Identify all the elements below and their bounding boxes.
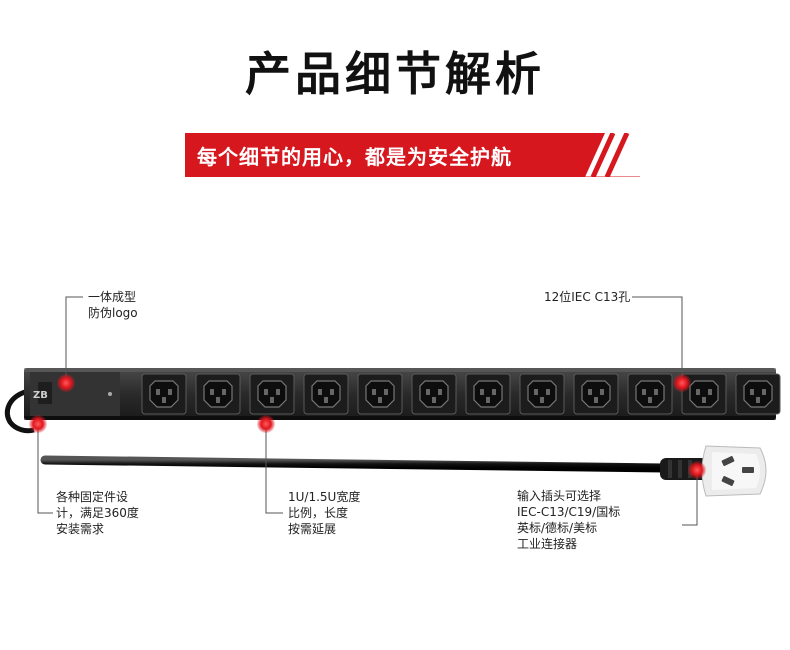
callout-line: 安装需求 [56, 522, 105, 536]
outlet-slot [276, 389, 280, 395]
callout-line: 防伪logo [88, 306, 138, 320]
c13-outlet [519, 373, 565, 415]
outlet-slot [156, 389, 160, 395]
outlet-slot [702, 397, 706, 403]
highlight-markers [29, 374, 706, 479]
outlet-slot [324, 397, 328, 403]
outlet-slot [264, 389, 268, 395]
outlet-slot [216, 397, 220, 403]
outlet-slot [696, 389, 700, 395]
outlet-slot [168, 389, 172, 395]
c13-outlet [573, 373, 619, 415]
banner-text: 每个细节的用心，都是为安全护航 [197, 145, 512, 169]
plug-pin [721, 476, 735, 486]
c13-outlet [141, 373, 187, 415]
outlet-slot [492, 389, 496, 395]
c13-outlet [303, 373, 349, 415]
callout-logo: 一体成型 防伪logo [88, 289, 138, 321]
logo-mark: ZB [33, 390, 48, 401]
marker-mounting [29, 415, 47, 433]
outlet-slot [540, 397, 544, 403]
outlet-slot [546, 389, 550, 395]
plug-pin [742, 467, 754, 473]
page-title: 产品细节解析 [245, 47, 545, 101]
outlet-slot [426, 389, 430, 395]
callout-line: 计，满足360度 [56, 506, 139, 520]
c13-outlet [627, 373, 673, 415]
callout-line: 各种固定件设 [56, 490, 129, 504]
callout-line: 工业连接器 [517, 537, 578, 551]
outlet-slot [648, 397, 652, 403]
left-cable [4, 389, 35, 434]
outlet-slot [432, 397, 436, 403]
slogan-banner: 每个细节的用心，都是为安全护航 [185, 133, 640, 177]
outlet-slot [708, 389, 712, 395]
power-cord [40, 455, 670, 473]
outlet-slot [372, 389, 376, 395]
plug-pin [721, 456, 735, 466]
outlet-row [141, 373, 781, 415]
outlet-slot [588, 389, 592, 395]
outlet-slot [750, 389, 754, 395]
outlet-slot [762, 389, 766, 395]
callout-line: 英标/德标/美标 [517, 521, 598, 535]
marker-outlet [673, 374, 691, 392]
banner-shape [185, 133, 640, 177]
callout-line: 输入插头可选择 [517, 489, 602, 503]
outlet-slot [330, 389, 334, 395]
c13-outlet [465, 373, 511, 415]
marker-plug [688, 461, 706, 479]
callout-line: 1U/1.5U宽度 [288, 490, 361, 504]
outlet-slot [318, 389, 322, 395]
outlet-slot [162, 397, 166, 403]
outlet-slot [654, 389, 658, 395]
callout-line: 12位IEC C13孔 [544, 290, 631, 304]
outlet-slot [222, 389, 226, 395]
outlet-slot [486, 397, 490, 403]
leader-lines [37, 296, 698, 526]
outlet-slot [384, 389, 388, 395]
callout-line: 按需延展 [288, 522, 337, 536]
outlet-slot [756, 397, 760, 403]
callout-line: 比例，长度 [288, 506, 349, 520]
c13-outlet [357, 373, 403, 415]
outlet-slot [642, 389, 646, 395]
outlet-slot [534, 389, 538, 395]
c13-outlet [195, 373, 241, 415]
callout-line: IEC-C13/C19/国标 [517, 505, 621, 519]
outlet-slot [438, 389, 442, 395]
c13-outlet [735, 373, 781, 415]
callout-outlets: 12位IEC C13孔 [544, 289, 630, 305]
c13-outlet [411, 373, 457, 415]
outlet-slot [600, 389, 604, 395]
outlet-slot [210, 389, 214, 395]
outlet-slot [480, 389, 484, 395]
callout-plug: 输入插头可选择 IEC-C13/C19/国标 英标/德标/美标 工业连接器 [517, 488, 620, 552]
callout-line: 一体成型 [88, 290, 137, 304]
outlet-slot [594, 397, 598, 403]
outlet-slot [378, 397, 382, 403]
c13-outlet [681, 373, 727, 415]
callout-width: 1U/1.5U宽度 比例，长度 按需延展 [288, 489, 360, 537]
c13-outlet [249, 373, 295, 415]
marker-width [257, 415, 275, 433]
marker-logo [57, 374, 75, 392]
outlet-slot [270, 397, 274, 403]
callout-mounting: 各种固定件设 计，满足360度 安装需求 [56, 489, 139, 537]
